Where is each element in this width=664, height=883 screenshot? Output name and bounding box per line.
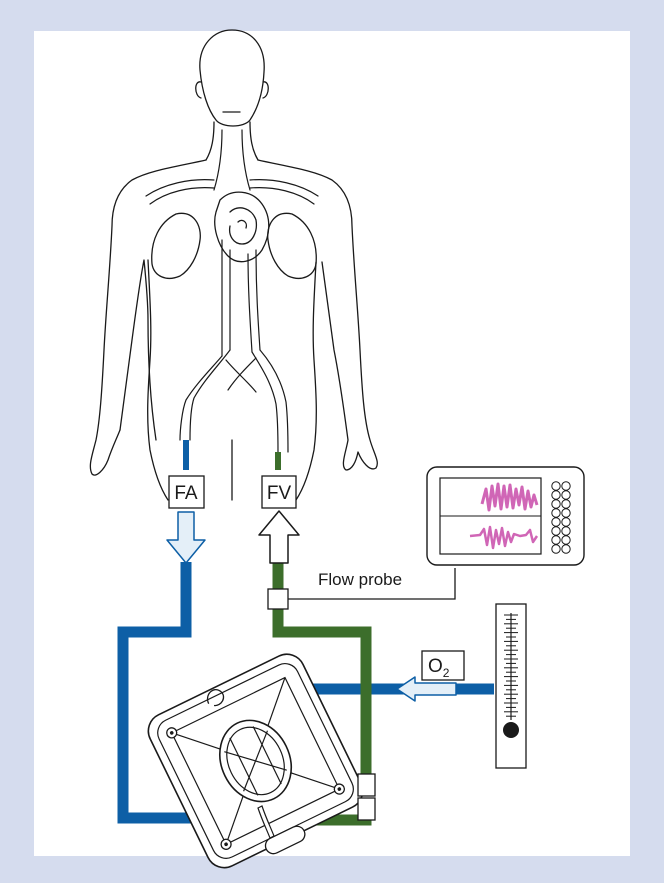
monitor-button xyxy=(552,491,560,499)
monitor-button xyxy=(552,482,560,490)
monitor-button xyxy=(562,536,570,544)
monitor-button xyxy=(552,527,560,535)
monitor-button xyxy=(552,509,560,517)
flow-probe: Flow probe xyxy=(268,568,455,609)
monitor-button xyxy=(562,491,570,499)
fv-arrow xyxy=(259,511,299,563)
vessels-and-heart xyxy=(146,130,318,452)
human-body-outline xyxy=(90,30,377,500)
monitor-button xyxy=(562,482,570,490)
monitor-button xyxy=(552,500,560,508)
fa-label: FA xyxy=(174,483,198,504)
monitor-button xyxy=(552,536,560,544)
flow-monitor xyxy=(427,467,584,565)
fv-label: FV xyxy=(267,483,292,504)
flowmeter-float xyxy=(503,722,519,738)
oxygen-inlet: O2 xyxy=(397,651,464,701)
monitor-button xyxy=(552,518,560,526)
monitor-button xyxy=(562,509,570,517)
fa-cannula: FA xyxy=(167,476,205,563)
gas-flowmeter xyxy=(496,604,526,768)
monitor-button xyxy=(552,545,560,553)
monitor-button xyxy=(562,518,570,526)
fv-cannula: FV xyxy=(259,476,299,563)
monitor-button xyxy=(562,545,570,553)
fa-arrow xyxy=(167,512,205,563)
monitor-button xyxy=(562,527,570,535)
monitor-button xyxy=(562,500,570,508)
oxygenator xyxy=(142,648,372,881)
flow-probe-label: Flow probe xyxy=(318,570,402,589)
